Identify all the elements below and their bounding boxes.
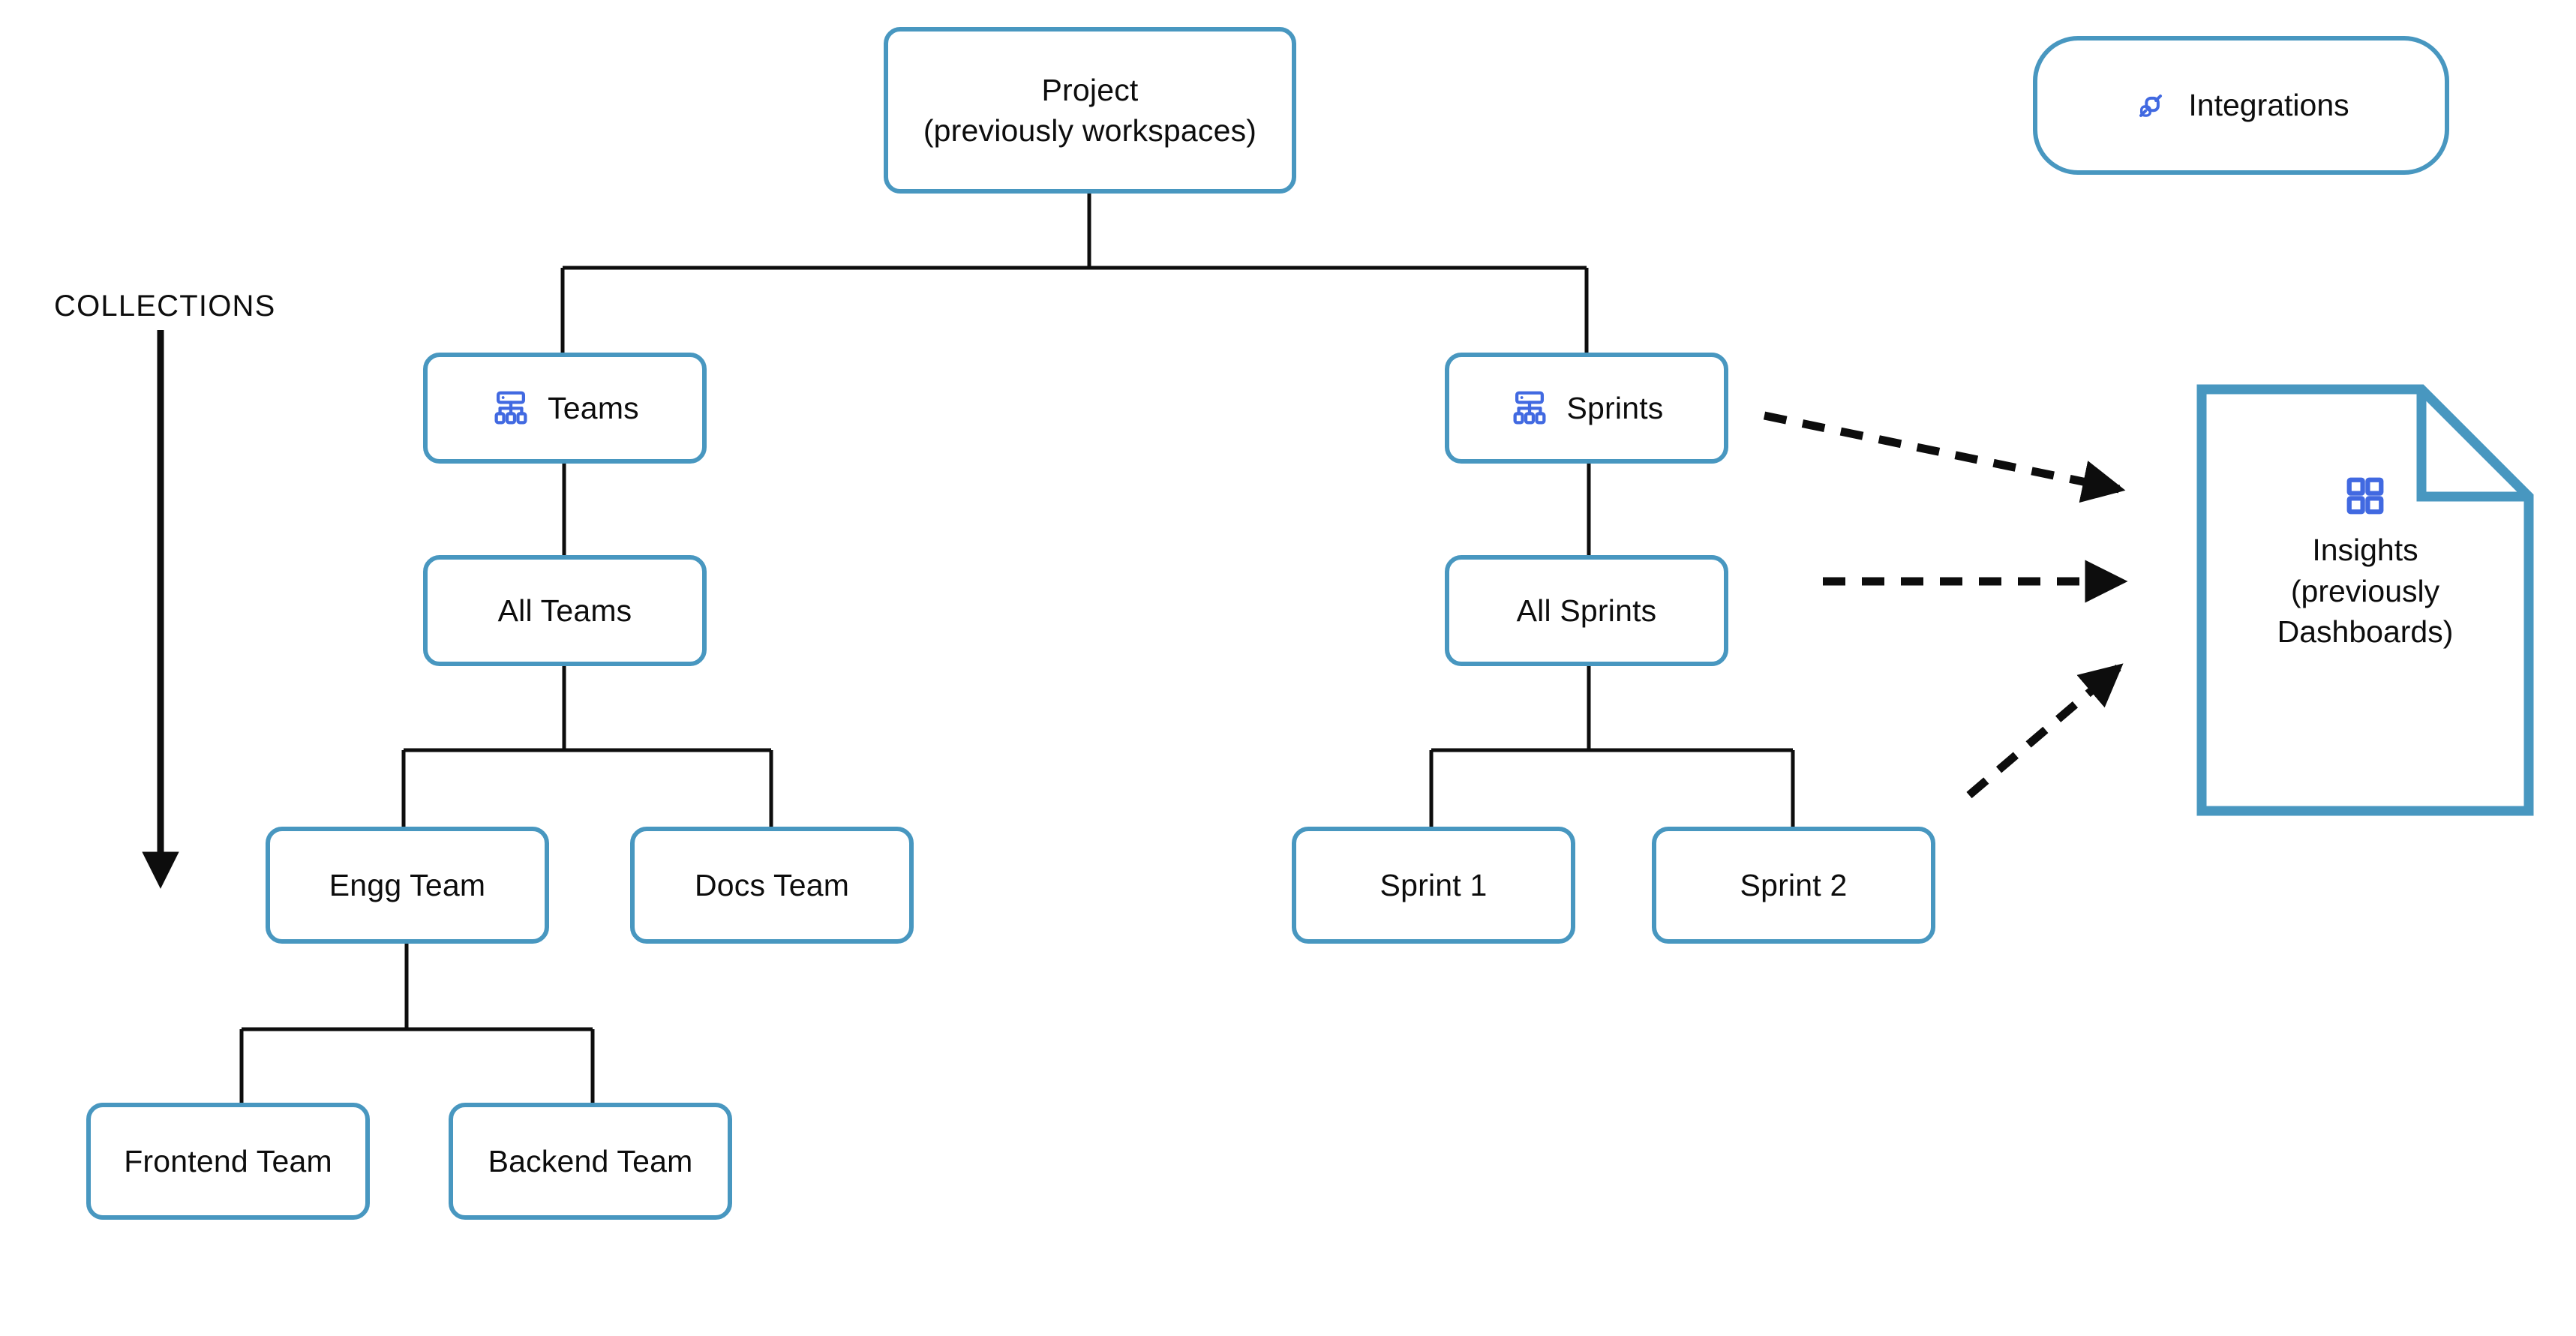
node-docs-team-label: Docs Team	[694, 867, 850, 902]
node-project[interactable]: Project (previously workspaces)	[884, 27, 1296, 194]
node-all-sprints[interactable]: All Sprints	[1445, 555, 1728, 666]
node-all-teams[interactable]: All Teams	[423, 555, 707, 666]
node-engg-team[interactable]: Engg Team	[266, 827, 549, 944]
arrow-sprint2-to-insights	[1966, 663, 2124, 799]
hierarchy-icon	[491, 388, 531, 428]
hierarchy-icon	[1509, 388, 1550, 428]
node-sprint-2[interactable]: Sprint 2	[1652, 827, 1935, 944]
node-frontend-team[interactable]: Frontend Team	[86, 1103, 370, 1220]
node-engg-team-label: Engg Team	[329, 867, 486, 902]
node-project-label: Project (previously workspaces)	[923, 72, 1257, 148]
node-sprints-label: Sprints	[1566, 390, 1664, 425]
integrations-label: Integrations	[2188, 88, 2349, 122]
arrow-sprints-to-insights	[1763, 411, 2126, 503]
node-sprints[interactable]: Sprints	[1445, 353, 1728, 464]
node-insights[interactable]: Insights (previously Dashboards)	[2196, 384, 2534, 816]
node-all-sprints-label: All Sprints	[1516, 593, 1657, 628]
node-backend-team[interactable]: Backend Team	[449, 1103, 732, 1220]
document-folded-corner-shape	[2196, 384, 2534, 816]
node-sprint-1[interactable]: Sprint 1	[1292, 827, 1575, 944]
node-all-teams-label: All Teams	[497, 593, 632, 628]
node-sprint-1-label: Sprint 1	[1380, 867, 1488, 902]
node-docs-team[interactable]: Docs Team	[630, 827, 914, 944]
node-teams[interactable]: Teams	[423, 353, 707, 464]
collections-label: COLLECTIONS	[54, 290, 276, 323]
node-sprint-2-label: Sprint 2	[1740, 867, 1848, 902]
integrations-pill[interactable]: Integrations	[2033, 36, 2449, 175]
node-teams-label: Teams	[548, 390, 639, 425]
plug-connection-icon	[2133, 88, 2169, 124]
node-frontend-team-label: Frontend Team	[124, 1143, 332, 1178]
node-backend-team-label: Backend Team	[488, 1143, 693, 1178]
